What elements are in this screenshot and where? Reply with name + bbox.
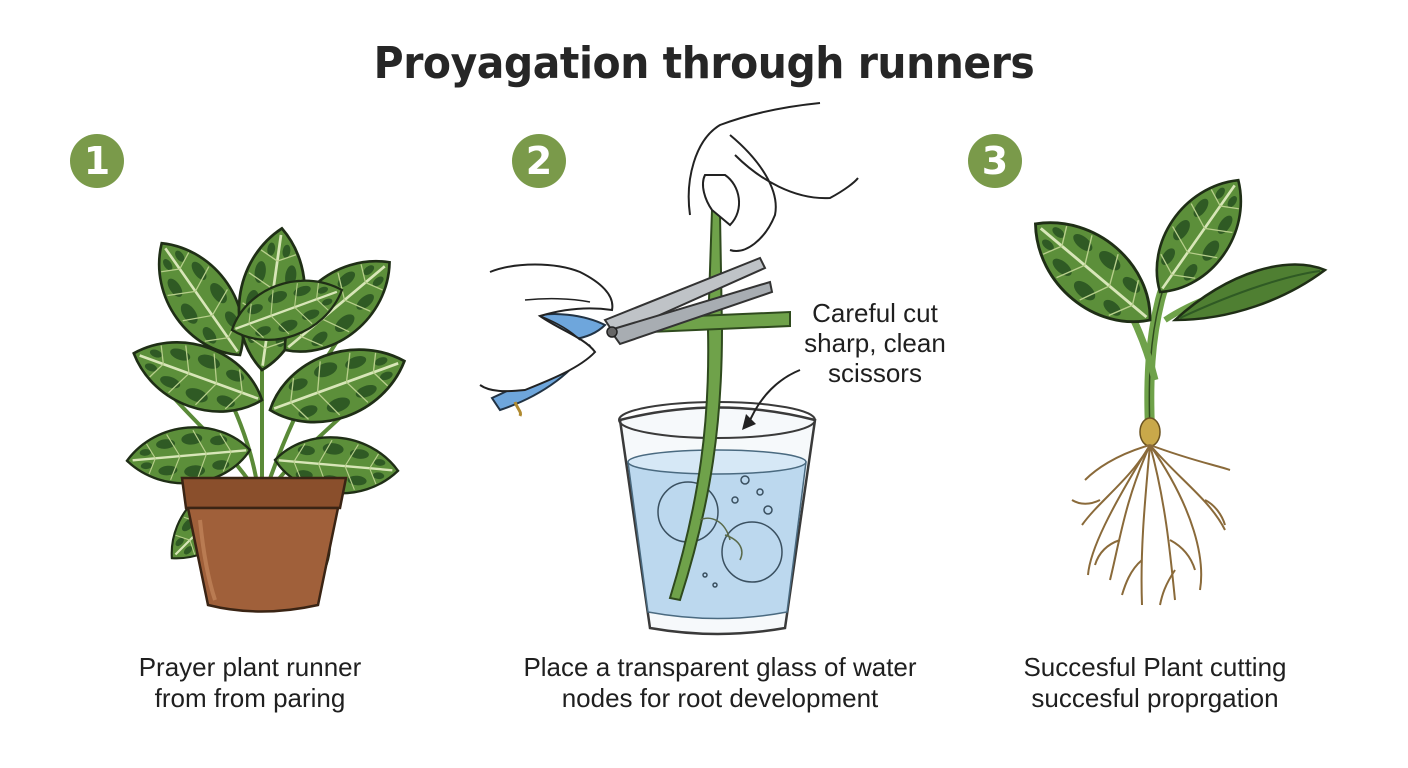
step-1-caption-line-2: from from paring [154,683,346,713]
step-3-caption-line-1: Succesful Plant cutting [1023,652,1287,682]
step-3-badge: 3 [968,134,1022,188]
page-title: Proyagation through runners [373,38,1035,89]
callout-line-1: Careful cut [812,298,938,328]
step-1-badge: 1 [70,134,124,188]
rooted-plant [1012,161,1328,606]
step-3-caption: Succesful Plant cutting succesful proprg… [990,652,1320,714]
step-3-caption-line-2: succesful proprgation [1031,683,1279,713]
step-2-caption-line-2: nodes for root development [561,683,879,713]
callout-line-3: scissors [828,358,922,388]
glass-and-cutting [479,102,859,636]
step-1-caption-line-1: Prayer plant runner [138,652,362,682]
potted-plant [121,222,417,613]
step-2-caption-line-1: Place a transparent glass of water [523,652,917,682]
scissors-callout: Careful cut sharp, clean scissors [790,298,960,388]
callout-line-2: sharp, clean [804,328,946,358]
step-2-badge: 2 [512,134,566,188]
step-2-caption: Place a transparent glass of water nodes… [505,652,935,714]
step-1-caption: Prayer plant runner from from paring [100,652,400,714]
